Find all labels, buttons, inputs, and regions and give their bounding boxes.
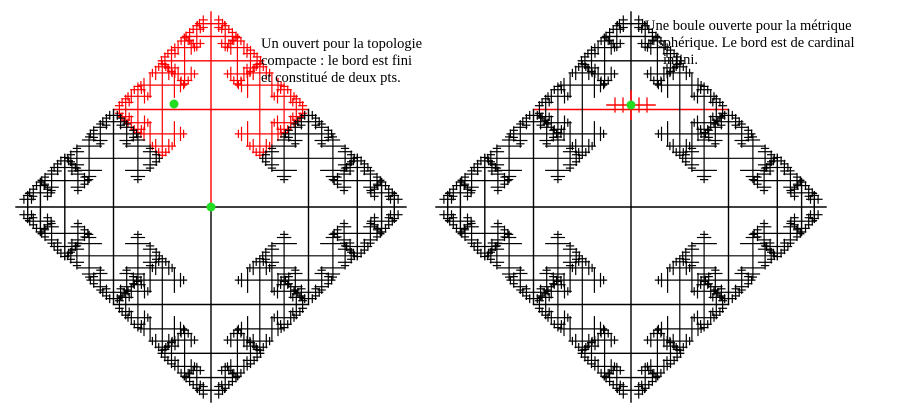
caption-left-line-2: compacte : le bord est fini	[261, 53, 412, 69]
caption-left-line-3: et constitué de deux pts.	[261, 70, 401, 86]
caption-right-line-1: Une boule ouverte pour la métrique	[645, 18, 852, 34]
caption-right-line-3: infini.	[663, 52, 699, 68]
fractal-tree-right	[435, 11, 827, 403]
caption-left: Un ouvert pour la topologie compacte : l…	[261, 36, 422, 87]
boundary-marker-centre	[206, 202, 216, 212]
caption-right: Une boule ouverte pour la métrique sphér…	[645, 18, 854, 69]
boundary-marker-upper	[169, 99, 179, 109]
caption-left-line-1: Un ouvert pour la topologie	[261, 36, 423, 52]
caption-right-line-2: sphérique. Le bord est de cardinal	[658, 35, 855, 51]
fractal-tree-left	[15, 11, 407, 403]
ball-centre-marker	[626, 100, 636, 110]
